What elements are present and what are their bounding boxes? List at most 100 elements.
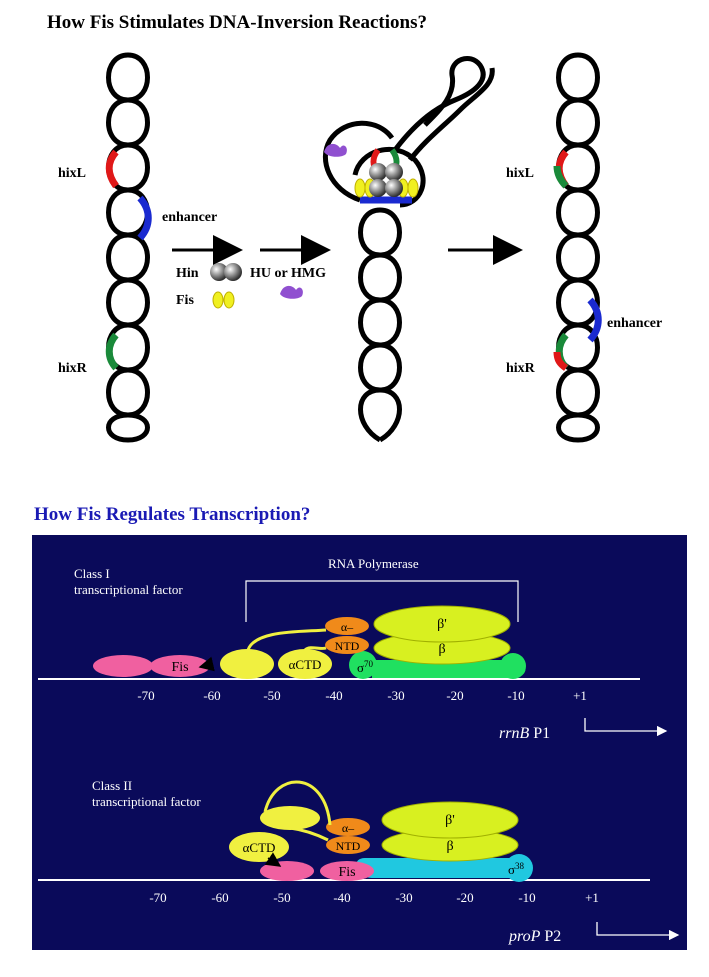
hin-label: Hin xyxy=(176,266,199,281)
class2-alpha-ctd-label: αCTD xyxy=(243,840,276,855)
class2-sigma-domain xyxy=(505,854,533,882)
class2-sigma-label: σ38 xyxy=(508,861,525,877)
hixL-label-left: hixL xyxy=(58,166,86,181)
hixL-segment-right-green xyxy=(553,165,569,189)
enhancer-segment-left xyxy=(137,195,152,241)
class2-promoter-label: proP P2 xyxy=(508,928,561,945)
enhancer-label-right: enhancer xyxy=(607,316,662,331)
class2-tick: -70 xyxy=(149,890,166,905)
fis-legend-label: Fis xyxy=(176,293,194,308)
class2-beta-label: β xyxy=(446,839,453,854)
hixR-segment-left xyxy=(105,332,119,371)
class1-promoter-name: P1 xyxy=(529,725,550,742)
hixL-segment-left xyxy=(105,149,119,189)
class1-tick: -20 xyxy=(446,688,463,703)
rnap-bracket xyxy=(245,580,519,622)
class2-promoter-italic: proP xyxy=(508,928,541,945)
class2-linker xyxy=(263,780,332,826)
class2-fis-label: Fis xyxy=(338,865,355,880)
hin-sphere-icon xyxy=(210,263,228,281)
class1-promoter-label: rrnB P1 xyxy=(499,725,550,742)
class1-linker-2 xyxy=(303,646,327,652)
class1-title-line1: Class I xyxy=(74,566,110,581)
class2-tick: -50 xyxy=(273,890,290,905)
class2-sigma-symbol: σ xyxy=(508,862,515,877)
class1-beta-prime xyxy=(373,605,511,643)
hixL-label-right: hixL xyxy=(506,166,534,181)
class2-alpha xyxy=(326,818,370,836)
class2-tick: -10 xyxy=(518,890,535,905)
class1-sigma-label: σ70 xyxy=(357,659,374,675)
class2-alpha-ctd-upper xyxy=(260,806,320,830)
class2-ntd-label: NTD xyxy=(336,839,361,853)
class1-fis-1 xyxy=(93,655,153,677)
class1-fis-2 xyxy=(150,655,210,677)
class1-fis-label: Fis xyxy=(171,660,188,675)
class2-title-line2: transcriptional factor xyxy=(92,794,201,809)
class1-sigma70 xyxy=(349,651,377,679)
class1-alpha-ctd-2 xyxy=(220,649,274,679)
hu-protein-icon xyxy=(324,143,347,157)
class1-sigma-sup: 70 xyxy=(364,659,374,669)
class2-alpha-label: α– xyxy=(342,821,355,835)
dna-chain-middle xyxy=(323,56,495,443)
class1-tick: -70 xyxy=(137,688,154,703)
rnap-label: RNA Polymerase xyxy=(328,556,419,571)
class2-polymerase-base xyxy=(356,858,526,878)
class1-ntd xyxy=(325,636,369,654)
class1-tick: -30 xyxy=(387,688,404,703)
class2-tick: -20 xyxy=(456,890,473,905)
class1-contact-arrow xyxy=(198,656,215,672)
class1-beta-prime-label: β' xyxy=(437,617,447,632)
class1-tick: -10 xyxy=(507,688,524,703)
enhancer-segment-right xyxy=(587,297,602,343)
class2-title-line1: Class II xyxy=(92,778,132,793)
class1-beta-label: β xyxy=(438,642,445,657)
class1-polymerase-base xyxy=(372,660,526,678)
synaptic-complex xyxy=(354,163,419,198)
class2-linker-2 xyxy=(289,826,329,842)
dna-chain-left xyxy=(106,52,150,443)
fis-dimer-icon xyxy=(223,291,235,309)
class1-tick: -60 xyxy=(203,688,220,703)
class1-sigma-domain xyxy=(500,653,526,679)
hixR-label-right: hixR xyxy=(506,361,536,376)
class1-alpha-label: α– xyxy=(341,620,354,634)
class1-alpha-ctd-label: αCTD xyxy=(289,657,322,672)
class2-tick: +1 xyxy=(585,890,599,905)
top-figure-title: How Fis Stimulates DNA-Inversion Reactio… xyxy=(47,12,427,33)
class2-sigma-sup: 38 xyxy=(515,861,525,871)
class1-ntd-label: NTD xyxy=(335,639,360,653)
fis-dimer-icon xyxy=(212,291,224,309)
class1-tick: +1 xyxy=(573,688,587,703)
hu-protein-icon xyxy=(280,285,303,299)
class2-tick: -40 xyxy=(333,890,350,905)
class1-alpha-ctd xyxy=(278,649,332,679)
class2-promoter-name: P2 xyxy=(540,928,561,945)
hin-sphere-icon xyxy=(224,263,242,281)
class2-beta-prime-label: β' xyxy=(445,813,455,828)
hixR-segment-right-red xyxy=(553,351,569,371)
hu-label: HU or HMG xyxy=(250,266,326,281)
class2-ticks: -70 -60 -50 -40 -30 -20 -10 +1 xyxy=(149,890,599,905)
class2-contact-arrow xyxy=(264,852,282,867)
class2-beta-prime xyxy=(381,801,519,839)
class1-linker xyxy=(246,628,327,651)
class1-tick: -50 xyxy=(263,688,280,703)
class1-sigma-symbol: σ xyxy=(357,660,364,675)
class2-fis-1 xyxy=(260,861,314,881)
class2-start-arrow xyxy=(596,922,680,941)
class1-start-arrow xyxy=(584,718,668,737)
class2-tick: -60 xyxy=(211,890,228,905)
hixR-label-left: hixR xyxy=(58,361,88,376)
transcription-panel xyxy=(32,535,687,950)
class2-ntd xyxy=(326,836,370,854)
class2-fis-2 xyxy=(320,861,374,881)
class1-alpha xyxy=(325,617,369,635)
dna-chain-right xyxy=(556,52,600,443)
class2-tick: -30 xyxy=(395,890,412,905)
enhancer-label-left: enhancer xyxy=(162,210,217,225)
class1-tick: -40 xyxy=(325,688,342,703)
class1-title-line2: transcriptional factor xyxy=(74,582,183,597)
